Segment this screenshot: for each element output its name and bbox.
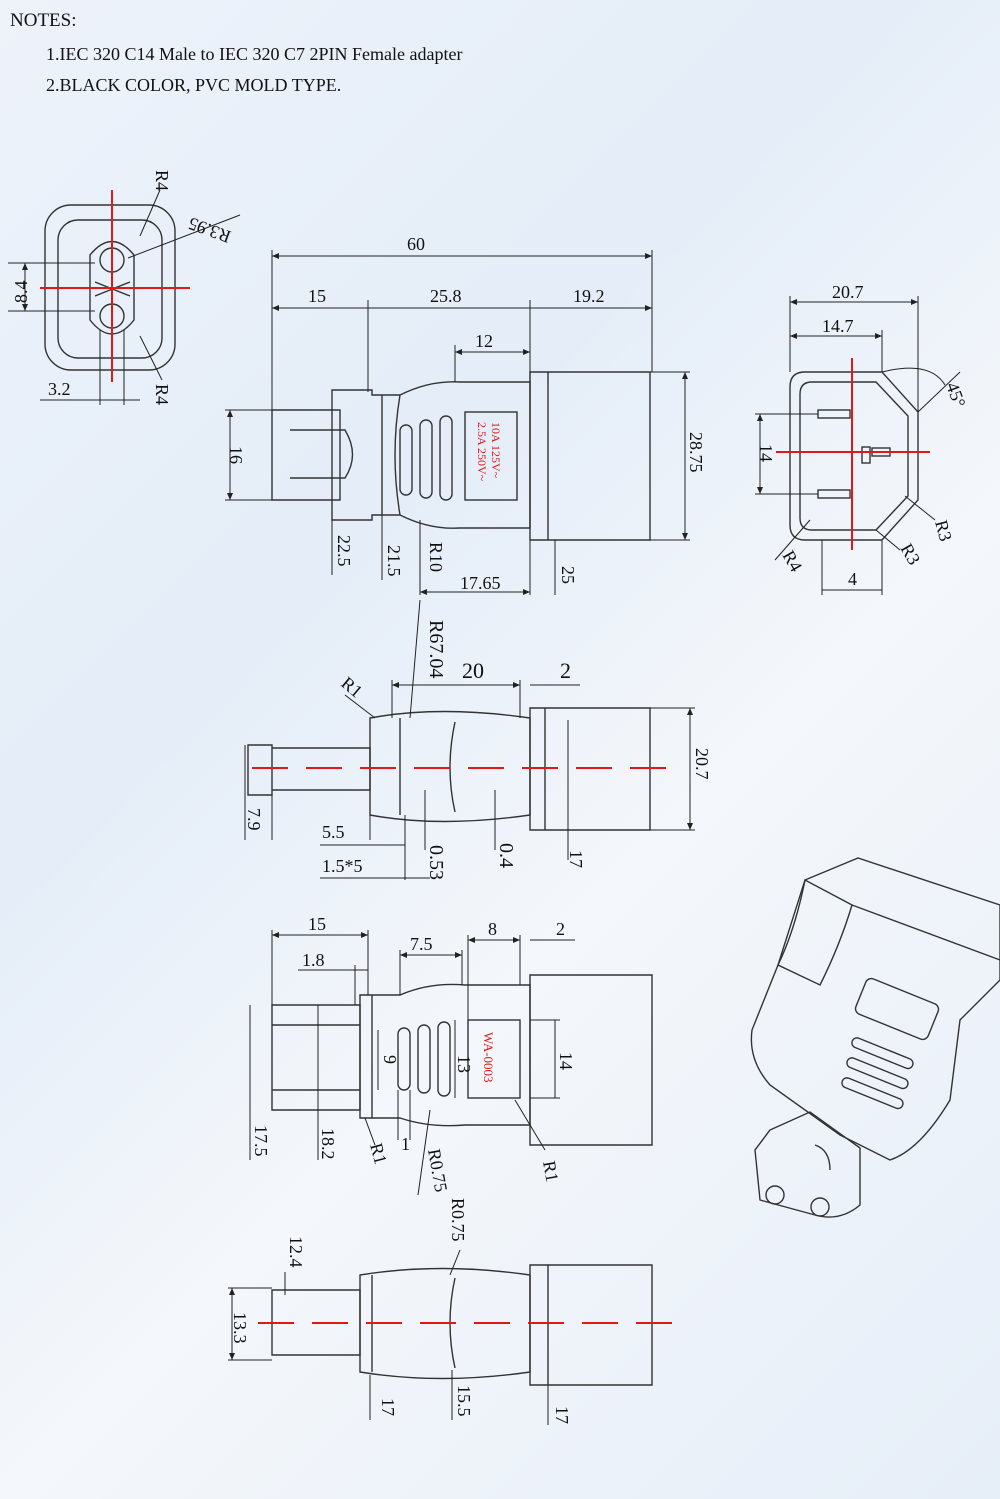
dim-top-28.75: 28.75 xyxy=(686,432,706,473)
dim-top-25: 25 xyxy=(558,566,578,584)
dim-side-17: 17 xyxy=(566,850,586,868)
side-view-2: R0.75 12.4 13.3 17 15.5 17 xyxy=(228,1198,675,1425)
dim-top-16: 16 xyxy=(226,446,246,464)
dim-front-r4-bottom: R4 xyxy=(152,384,172,405)
dim-end-r3-b: R3 xyxy=(897,540,925,568)
dim-bottom-r1-b: R1 xyxy=(539,1159,562,1183)
dim-bottom-7.5: 7.5 xyxy=(410,934,433,954)
dim-side-20: 20 xyxy=(462,658,484,683)
dim-side-0.53: 0.53 xyxy=(425,845,447,880)
dim-side-1.5x5: 1.5*5 xyxy=(322,856,363,876)
dim-top-r10: R10 xyxy=(426,542,446,572)
dim-end-4: 4 xyxy=(848,569,857,589)
dim-side2-17-b: 17 xyxy=(552,1406,572,1424)
dim-side-2: 2 xyxy=(560,658,571,683)
dim-side2-17-a: 17 xyxy=(378,1398,398,1416)
label-model: WA-0003 xyxy=(481,1032,496,1083)
dim-end-14.7: 14.7 xyxy=(822,316,854,336)
note-line-1: 1.IEC 320 C14 Male to IEC 320 C7 2PIN Fe… xyxy=(46,44,463,64)
dim-side2-r0.75: R0.75 xyxy=(448,1198,468,1242)
dim-top-12: 12 xyxy=(475,331,493,351)
dim-front-3.2: 3.2 xyxy=(48,379,71,399)
dim-front-r395: R3.95 xyxy=(186,213,234,247)
dim-bottom-18.2: 18.2 xyxy=(318,1128,338,1160)
dim-bottom-13: 13 xyxy=(454,1055,474,1073)
dim-front-r4-top: R4 xyxy=(152,170,172,191)
side-view: R67.04 20 2 R1 20.7 7.9 5.5 1.5*5 0.53 0… xyxy=(244,599,712,880)
note-line-2: 2.BLACK COLOR, PVC MOLD TYPE. xyxy=(46,75,342,95)
label-rating-1: 2.5A 250V~ xyxy=(475,422,489,482)
dim-front-8.4: 8.4 xyxy=(11,281,31,304)
front-view: R4 R3.95 8.4 3.2 R4 xyxy=(8,170,241,405)
dim-side-0.4: 0.4 xyxy=(495,843,517,868)
top-view: 2.5A 250V~ 10A 125V~ 60 15 25.8 19.2 12 … xyxy=(225,234,706,595)
dim-bottom-1: 1 xyxy=(401,1134,410,1154)
dim-side2-15.5: 15.5 xyxy=(454,1385,474,1417)
dim-bottom-r1-a: R1 xyxy=(366,1141,391,1166)
dim-bottom-r0.75: R0.75 xyxy=(424,1147,451,1193)
label-rating-2: 10A 125V~ xyxy=(489,422,503,479)
dim-top-60: 60 xyxy=(407,234,425,254)
dim-side-20.7: 20.7 xyxy=(692,748,712,780)
dim-side-7.9: 7.9 xyxy=(244,808,264,831)
dim-side-r1: R1 xyxy=(337,673,366,702)
bottom-view: WA-0003 15 1.8 7.5 8 2 9 13 14 17. xyxy=(249,914,653,1196)
dim-top-22.5: 22.5 xyxy=(334,535,354,567)
dim-top-21.5: 21.5 xyxy=(384,545,404,577)
dim-end-r3-a: R3 xyxy=(931,518,956,543)
dim-side-r67.04: R67.04 xyxy=(425,620,447,678)
dim-bottom-17.5: 17.5 xyxy=(251,1125,271,1157)
dim-bottom-1.8: 1.8 xyxy=(302,950,325,970)
dim-end-14: 14 xyxy=(756,444,776,462)
dim-bottom-9: 9 xyxy=(380,1055,400,1064)
dim-side2-12.4: 12.4 xyxy=(286,1236,306,1268)
dim-top-25.8: 25.8 xyxy=(430,286,462,306)
end-view: 20.7 14.7 45° 14 R3 R3 R4 4 xyxy=(755,282,970,595)
dim-top-15: 15 xyxy=(308,286,326,306)
dim-end-20.7: 20.7 xyxy=(832,282,864,302)
dim-side-5.5: 5.5 xyxy=(322,822,345,842)
dim-top-17.65: 17.65 xyxy=(460,573,501,593)
dim-bottom-8: 8 xyxy=(488,919,497,939)
notes-block: NOTES: xyxy=(10,10,77,32)
dim-side2-13.3: 13.3 xyxy=(230,1312,250,1344)
dim-bottom-2: 2 xyxy=(556,919,565,939)
notes-title: NOTES: xyxy=(10,10,77,31)
dim-bottom-15: 15 xyxy=(308,914,326,934)
dim-bottom-14: 14 xyxy=(556,1052,576,1070)
perspective-view xyxy=(750,857,1000,1218)
dim-top-19.2: 19.2 xyxy=(573,286,605,306)
dim-end-45deg: 45° xyxy=(942,380,969,411)
